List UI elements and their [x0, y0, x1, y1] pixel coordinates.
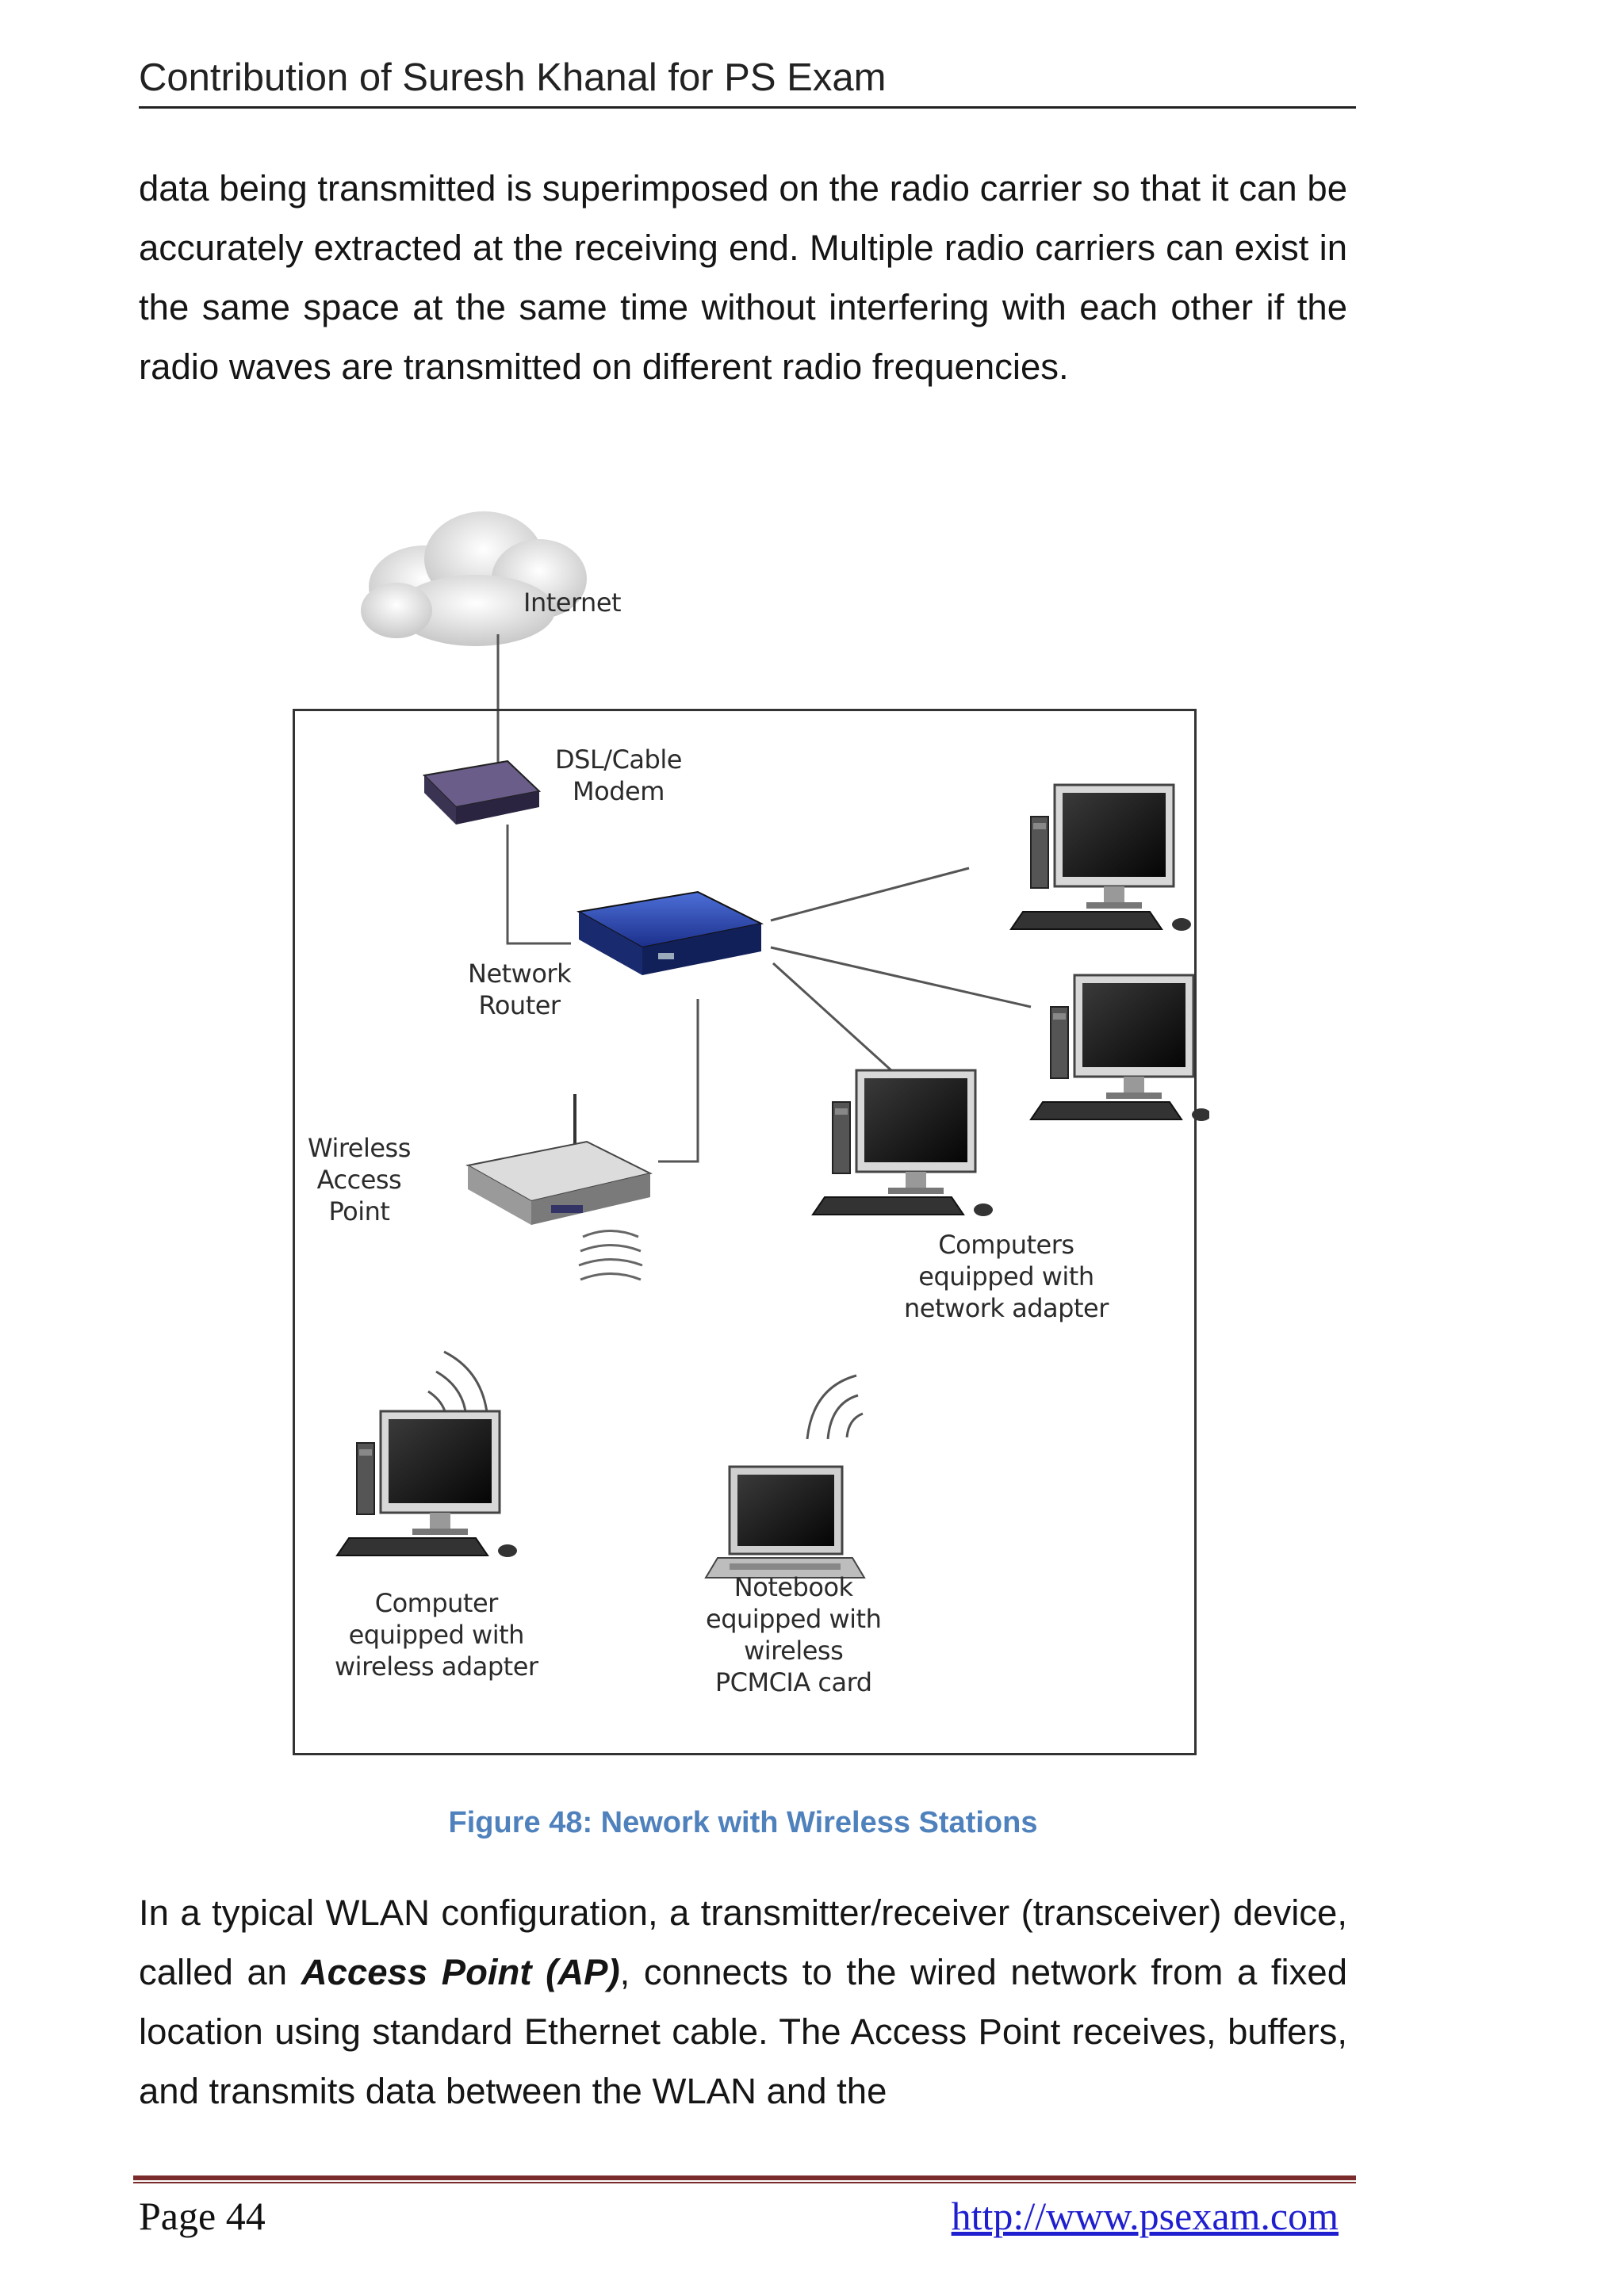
footer-page-number: Page 44: [139, 2194, 266, 2238]
wireless-access-point-icon: [465, 1094, 653, 1225]
network-router-icon: [576, 890, 764, 975]
page-header: Contribution of Suresh Khanal for PS Exa…: [139, 49, 1356, 109]
notebook-icon: [704, 1465, 866, 1578]
dsl-modem-icon: [422, 760, 542, 825]
figure-caption: Figure 48: Nework with Wireless Stations: [448, 1806, 1038, 1839]
access-point-term: Access Point (AP): [301, 1952, 620, 1992]
notebook-signal-waves-icon: [806, 1374, 864, 1440]
paragraph2-before: In a typical WLAN configuration, a trans…: [139, 1892, 1347, 1992]
wireless-computer-label: Computer equipped with wireless adapter: [335, 1588, 538, 1682]
diagram-frame: [293, 709, 1197, 1755]
paragraph2-after: , connects to the wired network from a f…: [139, 1952, 1348, 2111]
header-title: Contribution of Suresh Khanal for PS Exa…: [139, 56, 887, 99]
body-paragraph-1: data being transmitted is superimposed o…: [139, 168, 1347, 387]
access-point-label: Wireless Access Point: [308, 1133, 411, 1226]
notebook-label: Notebook equipped with wireless PCMCIA c…: [706, 1572, 882, 1697]
footer-website-link[interactable]: http://www.psexam.com: [951, 2194, 1339, 2238]
footer-rule: [133, 2175, 1356, 2183]
internet-cloud-icon: [361, 511, 587, 646]
connection-lines: [496, 634, 1032, 1163]
ap-signal-waves-icon: [578, 1230, 643, 1281]
body-paragraph-2: In a typical WLAN configuration, a trans…: [139, 1883, 1347, 2121]
wired-computers-label: Computers equipped with network adapter: [904, 1230, 1109, 1323]
network-figure: Internet DSL/Cable Modem Network Router …: [285, 492, 1209, 1768]
modem-label: DSL/Cable Modem: [555, 744, 682, 806]
internet-label: Internet: [523, 587, 622, 618]
network-diagram: [335, 511, 1209, 1578]
router-label: Network Router: [468, 959, 572, 1020]
